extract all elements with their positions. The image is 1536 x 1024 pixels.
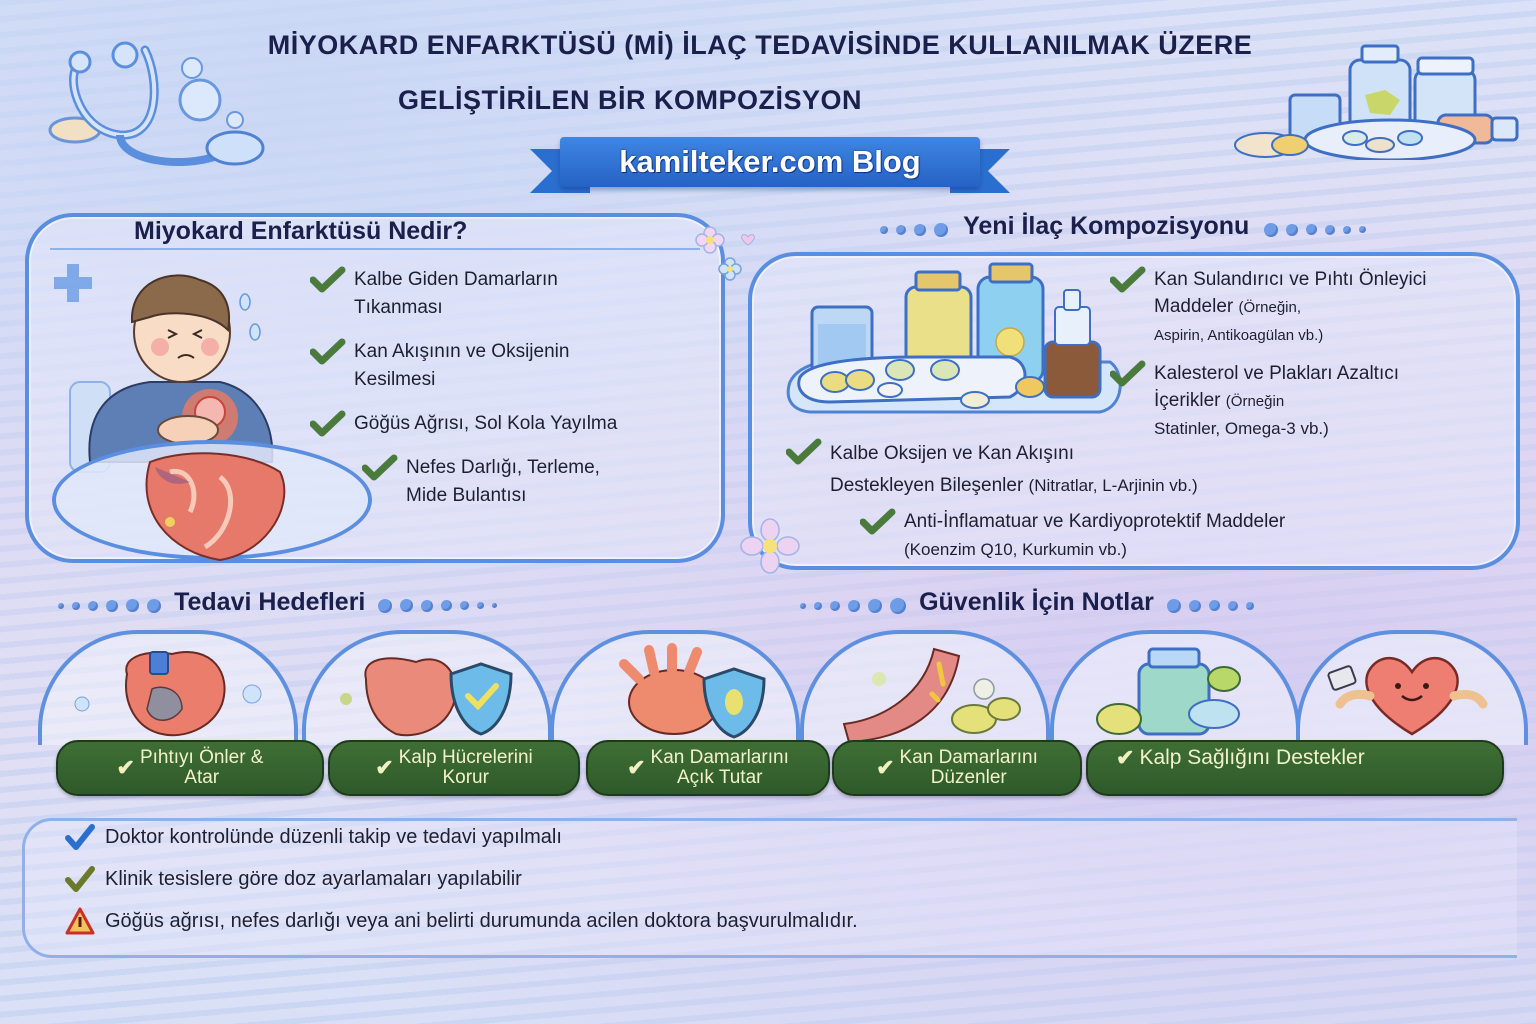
composition-header: Yeni İlaç Kompozisyonu — [880, 212, 1367, 241]
heart-shield-check-icon — [340, 657, 513, 737]
heart-shield-icon — [619, 643, 766, 739]
olive-check-icon — [65, 866, 95, 892]
goals-header: Tedavi Hedefleri — [58, 588, 498, 617]
medicine-bottles-icon — [1234, 44, 1519, 160]
dots-decoration — [800, 597, 906, 614]
check-icon — [310, 410, 346, 437]
goal-card — [550, 630, 800, 745]
goal-card — [38, 630, 298, 745]
happy-heart-icon — [1327, 656, 1488, 736]
note-item: Klinik tesislere göre doz ayarlamaları y… — [65, 865, 522, 893]
check-icon: ✔ — [1116, 745, 1135, 770]
safety-title: Güvenlik İçin Notlar — [919, 588, 1154, 616]
blue-check-icon — [65, 824, 95, 850]
check-icon: ✔ — [876, 755, 895, 780]
goal-label-clot: ✔ Pıhtıyı Önler &Atar — [56, 740, 324, 796]
check-icon — [310, 266, 346, 293]
list-item: Kalesterol ve Plakları Azaltıcı İçerikle… — [1110, 360, 1399, 442]
check-icon — [1110, 266, 1146, 293]
goals-title: Tedavi Hedefleri — [174, 588, 366, 616]
goal-card — [1296, 630, 1528, 745]
goal-card — [1050, 630, 1300, 745]
page-title-line1: MİYOKARD ENFARKTÜSÜ (Mİ) İLAÇ TEDAVİSİND… — [267, 30, 1253, 60]
note-item: Doktor kontrolünde düzenli takip ve teda… — [65, 823, 562, 851]
heart-cross-section-icon — [74, 651, 262, 737]
what-is-title: Miyokard Enfarktüsü Nedir? — [134, 217, 468, 245]
dots-decoration — [880, 222, 948, 237]
page-title-line2: GELİŞTİRİLEN BİR KOMPOZİSYON — [398, 85, 863, 115]
check-icon: ✔ — [627, 755, 646, 780]
composition-title: Yeni İlaç Kompozisyonu — [963, 212, 1250, 240]
check-icon — [860, 508, 896, 535]
medicine-jar-icon — [1096, 647, 1241, 736]
list-item: Göğüs Ağrısı, Sol Kola Yayılma — [310, 410, 617, 438]
note-item: Göğüs ağrısı, nefes darlığı veya ani bel… — [65, 907, 858, 935]
check-icon: ✔ — [375, 755, 394, 780]
dots-decoration — [378, 598, 498, 613]
check-icon: ✔ — [116, 755, 135, 780]
safety-notes-panel: Doktor kontrolünde düzenli takip ve teda… — [22, 818, 1517, 958]
goal-card — [302, 630, 552, 745]
heart-anatomy-illustration — [145, 452, 286, 562]
check-icon — [786, 438, 822, 465]
warning-icon — [65, 907, 95, 935]
flower-decoration-icon — [740, 518, 800, 574]
flower-decoration-icon — [695, 226, 755, 281]
safety-header: Güvenlik İçin Notlar — [800, 588, 1254, 617]
ribbon-label: kamilteker.com Blog — [560, 137, 980, 187]
list-item: Kalbe Oksijen ve Kan Akışını Destekleyen… — [786, 438, 1198, 502]
goal-card — [800, 630, 1050, 745]
blog-ribbon: kamilteker.com Blog — [530, 137, 1010, 195]
dots-decoration — [1166, 598, 1254, 613]
check-icon — [310, 338, 346, 365]
stethoscope-icon — [48, 41, 265, 167]
dots-decoration — [58, 598, 161, 613]
medicine-tray-illustration — [786, 262, 1122, 414]
dots-decoration — [1264, 222, 1367, 237]
medical-cross-icon — [54, 264, 92, 302]
goals-row: ✔ Pıhtıyı Önler &Atar ✔ Kalp Hücrelerini… — [38, 630, 1528, 800]
check-icon — [362, 454, 398, 481]
check-icon — [1110, 360, 1146, 387]
divider — [50, 248, 700, 250]
list-item: Anti-İnflamatuar ve Kardiyoprotektif Mad… — [860, 508, 1285, 564]
list-item: Nefes Darlığı, Terleme,Mide Bulantısı — [362, 454, 600, 510]
goal-label-heart-health: ✔ Kalp Sağlığını Destekler — [1086, 740, 1504, 796]
blood-vessel-icon — [842, 647, 1021, 744]
list-item: Kan Sulandırıcı ve Pıhtı Önleyici Maddel… — [1110, 266, 1426, 349]
